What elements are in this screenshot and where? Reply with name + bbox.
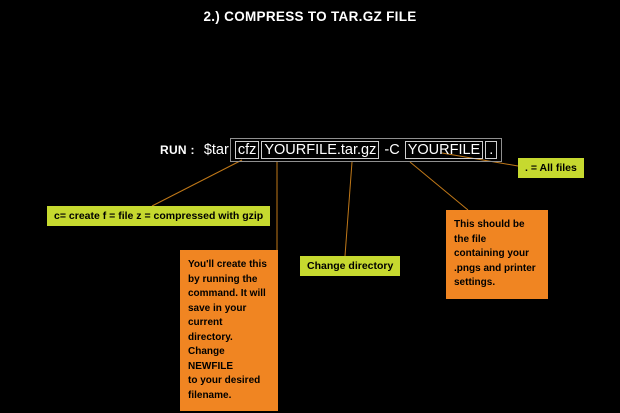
callout-source-note: This should be the file containing your … [446,210,548,299]
command-dot: . [485,141,498,159]
command-flag-cfz: cfz [234,141,260,159]
connector-line-changedir [344,161,353,257]
command-flag-C: -C [384,142,400,158]
callout-all-files: . = All files [518,158,584,178]
callout-change-directory: Change directory [300,256,401,276]
connector-line-flags [151,159,243,207]
page-title: 2.) COMPRESS TO TAR.GZ FILE [203,9,417,24]
connector-line-directory [409,161,469,211]
callout-flags-legend: c= create f = file z = compressed with g… [47,206,271,226]
run-label: RUN : [160,143,195,157]
callout-output-note: You'll create this by running the comman… [180,250,278,411]
command-directory: YOURFILE [404,141,484,159]
command-args-box: cfz YOURFILE.tar.gz -C YOURFILE . [229,138,503,162]
command-prefix: $tar [203,142,229,158]
command-line: RUN : $tar cfz YOURFILE.tar.gz -C YOURFI… [160,138,503,162]
command-filename: YOURFILE.tar.gz [261,141,380,159]
